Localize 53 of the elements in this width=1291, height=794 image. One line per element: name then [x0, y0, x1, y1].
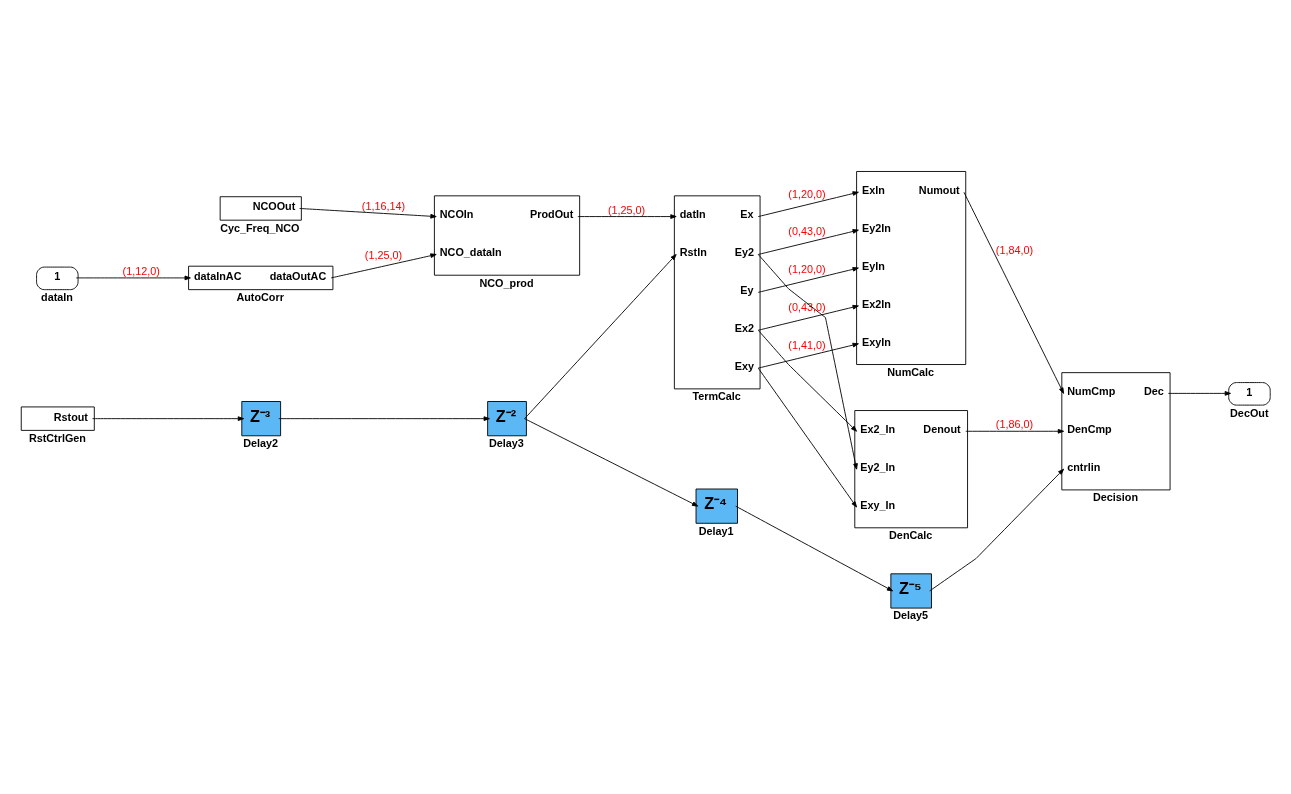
edge-label: (0,43,0)	[788, 225, 826, 238]
arrow	[1167, 391, 1231, 396]
node-label: Delay3	[488, 437, 524, 450]
node-label: NumCalc	[887, 365, 935, 378]
arrow	[757, 304, 859, 331]
arrow	[757, 229, 859, 255]
node-label: Cyc_Freq_NCO	[220, 221, 300, 234]
edge-label: (1,25,0)	[607, 203, 646, 216]
node-box: 1	[36, 266, 79, 291]
arrow	[92, 416, 245, 421]
node-label: DenCalc	[889, 529, 933, 542]
node-label: Decision	[1092, 491, 1139, 504]
arrow	[757, 342, 859, 369]
node-label: Delay2	[243, 437, 279, 450]
arrow	[963, 191, 1065, 394]
node-label: TermCalc	[692, 390, 741, 403]
node-label: DecOut	[1230, 406, 1269, 419]
edge-label: (1,84,0)	[995, 244, 1034, 257]
arrow	[965, 428, 1065, 434]
node-box: Rstout	[20, 406, 95, 431]
edge-label: (1,16,14)	[361, 199, 406, 212]
node-box: NCOIn ProdOut NCO_dataIn	[433, 195, 581, 276]
edge-label: (1,86,0)	[995, 418, 1034, 431]
node-box: NCOOut	[219, 196, 302, 221]
edge-label: (1,25,0)	[364, 248, 403, 261]
node-box: datIn Ex RstIn Ey2 Ey Ex2 Exy	[673, 195, 761, 390]
arrow	[757, 367, 858, 508]
node-label: RstCtrlGen	[28, 431, 86, 444]
arrow	[757, 191, 859, 218]
arrow	[577, 214, 677, 219]
edge-label: (1,20,0)	[788, 188, 826, 201]
node-label: AutoCorr	[236, 291, 284, 304]
arrow	[299, 208, 437, 219]
arrow	[278, 416, 490, 421]
arrow	[524, 254, 677, 420]
edge-label: (1,41,0)	[788, 338, 826, 351]
arrow	[735, 505, 894, 592]
node-box: dataInAC dataOutAC	[188, 265, 334, 291]
node-label: Delay5	[893, 609, 928, 622]
node-label: Delay1	[698, 524, 734, 537]
edge-label: (1,12,0)	[122, 264, 160, 277]
arrow	[757, 267, 859, 293]
arrow	[757, 329, 858, 432]
arrow	[75, 275, 191, 281]
node-box: ExIn Numout Ey2In EyIn Ex2In ExyIn	[856, 171, 967, 365]
arrow	[757, 254, 858, 470]
edge-label: (1,20,0)	[788, 263, 826, 276]
arrow	[330, 253, 437, 279]
arrow	[524, 418, 699, 507]
node-label: dataIn	[41, 291, 73, 304]
node-box: 1	[1228, 382, 1271, 406]
arrow	[929, 468, 1065, 592]
node-label: NCO_prod	[479, 276, 534, 289]
